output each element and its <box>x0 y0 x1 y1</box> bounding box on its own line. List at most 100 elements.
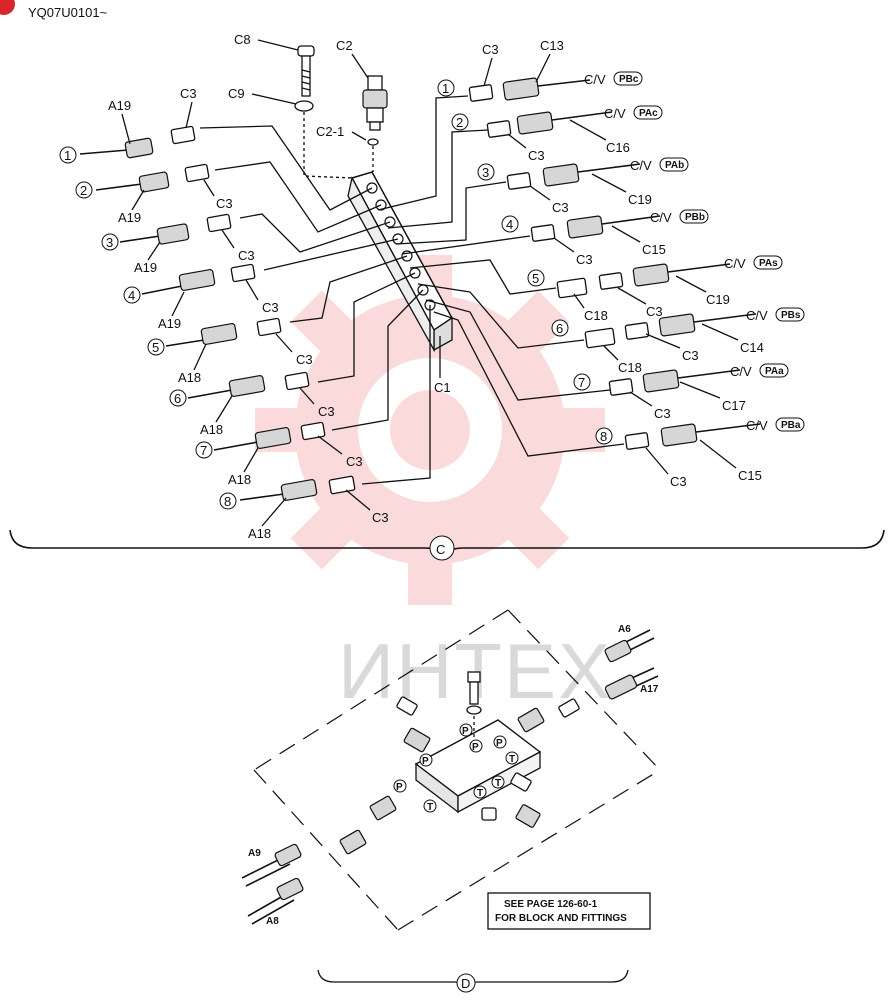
right-port-4: 4 <box>506 217 513 232</box>
label-c15-8: C15 <box>738 468 762 483</box>
label-c3-r1: C3 <box>482 42 499 57</box>
label-a17: A17 <box>640 684 659 695</box>
brand-badge-icon <box>0 0 15 15</box>
note-box <box>487 892 651 930</box>
diagram-code: YQ07U0101~ <box>28 5 108 20</box>
label-c18-6: C18 <box>618 360 642 375</box>
label-cv-8: C/V <box>746 418 768 433</box>
label-c3-l6: C3 <box>318 404 335 419</box>
right-port-5: 5 <box>532 271 539 286</box>
valve-c2-icon <box>362 75 388 131</box>
section-c-brace: C <box>9 529 885 561</box>
right-port-numbers: 1 2 3 4 5 6 7 8 <box>437 79 613 445</box>
bolt-c8-icon <box>297 45 315 97</box>
label-c3-l4: C3 <box>262 300 279 315</box>
left-labels: A19 C3 A19 C3 A19 C3 A19 C3 A18 C3 A18 C… <box>108 86 389 541</box>
label-a18-5: A18 <box>178 370 201 385</box>
left-port-5: 5 <box>152 340 159 355</box>
section-c-label: C <box>436 542 445 557</box>
label-c18-5: C18 <box>584 308 608 323</box>
section-d-label: D <box>461 976 470 991</box>
label-c13: C13 <box>540 38 564 53</box>
note-line-2: FOR BLOCK AND FITTINGS <box>495 913 627 924</box>
label-c17: C17 <box>722 398 746 413</box>
oring-c2-1-icon <box>367 138 379 146</box>
label-a19-3: A19 <box>134 260 157 275</box>
right-port-7: 7 <box>578 375 585 390</box>
label-c14: C14 <box>740 340 764 355</box>
left-port-7: 7 <box>200 443 207 458</box>
port-p-3: P <box>422 756 429 767</box>
port-t-3: T <box>427 802 433 813</box>
cv-port-codes: PBc PAc PAb PBb PAs PBs PAa PBa <box>613 71 805 432</box>
label-cv-4: C/V <box>650 210 672 225</box>
label-cv-3: C/V <box>630 158 652 173</box>
label-c3-l7: C3 <box>346 454 363 469</box>
port-p-1: P <box>462 726 469 737</box>
label-c19-3: C19 <box>628 192 652 207</box>
label-c2-1: C2-1 <box>316 124 344 139</box>
section-d-brace: D <box>317 969 629 993</box>
left-port-numbers: 1 2 3 4 5 6 7 8 <box>59 146 237 510</box>
cv-code-7: PAa <box>765 366 784 377</box>
right-port-3: 3 <box>482 165 489 180</box>
left-hose-assemblies <box>79 125 356 501</box>
label-c3-r7: C3 <box>654 406 671 421</box>
label-cv-5: C/V <box>724 256 746 271</box>
label-c8: C8 <box>234 32 251 47</box>
right-hose-assemblies <box>468 77 761 450</box>
label-c3-r8: C3 <box>670 474 687 489</box>
label-c15-4: C15 <box>642 242 666 257</box>
label-c1: C1 <box>434 380 451 395</box>
right-labels: C3 C13 C/V C3 C16 C/V C3 C19 C/V C3 C15 … <box>482 38 768 489</box>
left-port-3: 3 <box>106 235 113 250</box>
label-a8: A8 <box>266 916 279 927</box>
label-a19-4: A19 <box>158 316 181 331</box>
cv-code-6: PBs <box>781 310 801 321</box>
cv-code-1: PBc <box>619 74 639 85</box>
port-p-2: P <box>472 742 479 753</box>
label-c3-r2: C3 <box>528 148 545 163</box>
label-c3-r5: C3 <box>646 304 663 319</box>
label-c3-r4: C3 <box>576 252 593 267</box>
section-d-detail: P P P P P T T T T A6 A17 A9 A8 SEE PAGE … <box>241 609 661 931</box>
left-port-8: 8 <box>224 494 231 509</box>
label-a9: A9 <box>248 848 261 859</box>
right-port-2: 2 <box>456 115 463 130</box>
label-c9: C9 <box>228 86 245 101</box>
label-a19-1: A19 <box>108 98 131 113</box>
label-a6: A6 <box>618 624 631 635</box>
label-c3-l8: C3 <box>372 510 389 525</box>
label-c3-l2: C3 <box>216 196 233 211</box>
right-pipe-routes <box>377 95 625 457</box>
label-c16: C16 <box>606 140 630 155</box>
label-a18-6: A18 <box>200 422 223 437</box>
label-c3-l5: C3 <box>296 352 313 367</box>
label-a18-8: A18 <box>248 526 271 541</box>
note-line-1: SEE PAGE 126-60-1 <box>504 899 598 910</box>
label-cv-1: C/V <box>584 72 606 87</box>
port-t-1: T <box>509 754 515 765</box>
label-cv-2: C/V <box>604 106 626 121</box>
left-port-1: 1 <box>64 148 71 163</box>
port-p-5: P <box>496 738 503 749</box>
label-cv-7: C/V <box>730 364 752 379</box>
cv-code-4: PBb <box>685 212 705 223</box>
label-c3-l3: C3 <box>238 248 255 263</box>
cv-code-2: PAc <box>639 108 658 119</box>
washer-c9-icon <box>294 100 314 112</box>
port-t-2: T <box>477 788 483 799</box>
left-port-6: 6 <box>174 391 181 406</box>
left-pipe-routes <box>199 125 431 485</box>
label-c3-r6: C3 <box>682 348 699 363</box>
cv-code-3: PAb <box>665 160 684 171</box>
label-a19-2: A19 <box>118 210 141 225</box>
right-port-1: 1 <box>442 81 449 96</box>
label-c3-r3: C3 <box>552 200 569 215</box>
port-t-4: T <box>495 778 501 789</box>
label-c19-5: C19 <box>706 292 730 307</box>
left-port-4: 4 <box>128 288 135 303</box>
label-c2: C2 <box>336 38 353 53</box>
label-a18-7: A18 <box>228 472 251 487</box>
